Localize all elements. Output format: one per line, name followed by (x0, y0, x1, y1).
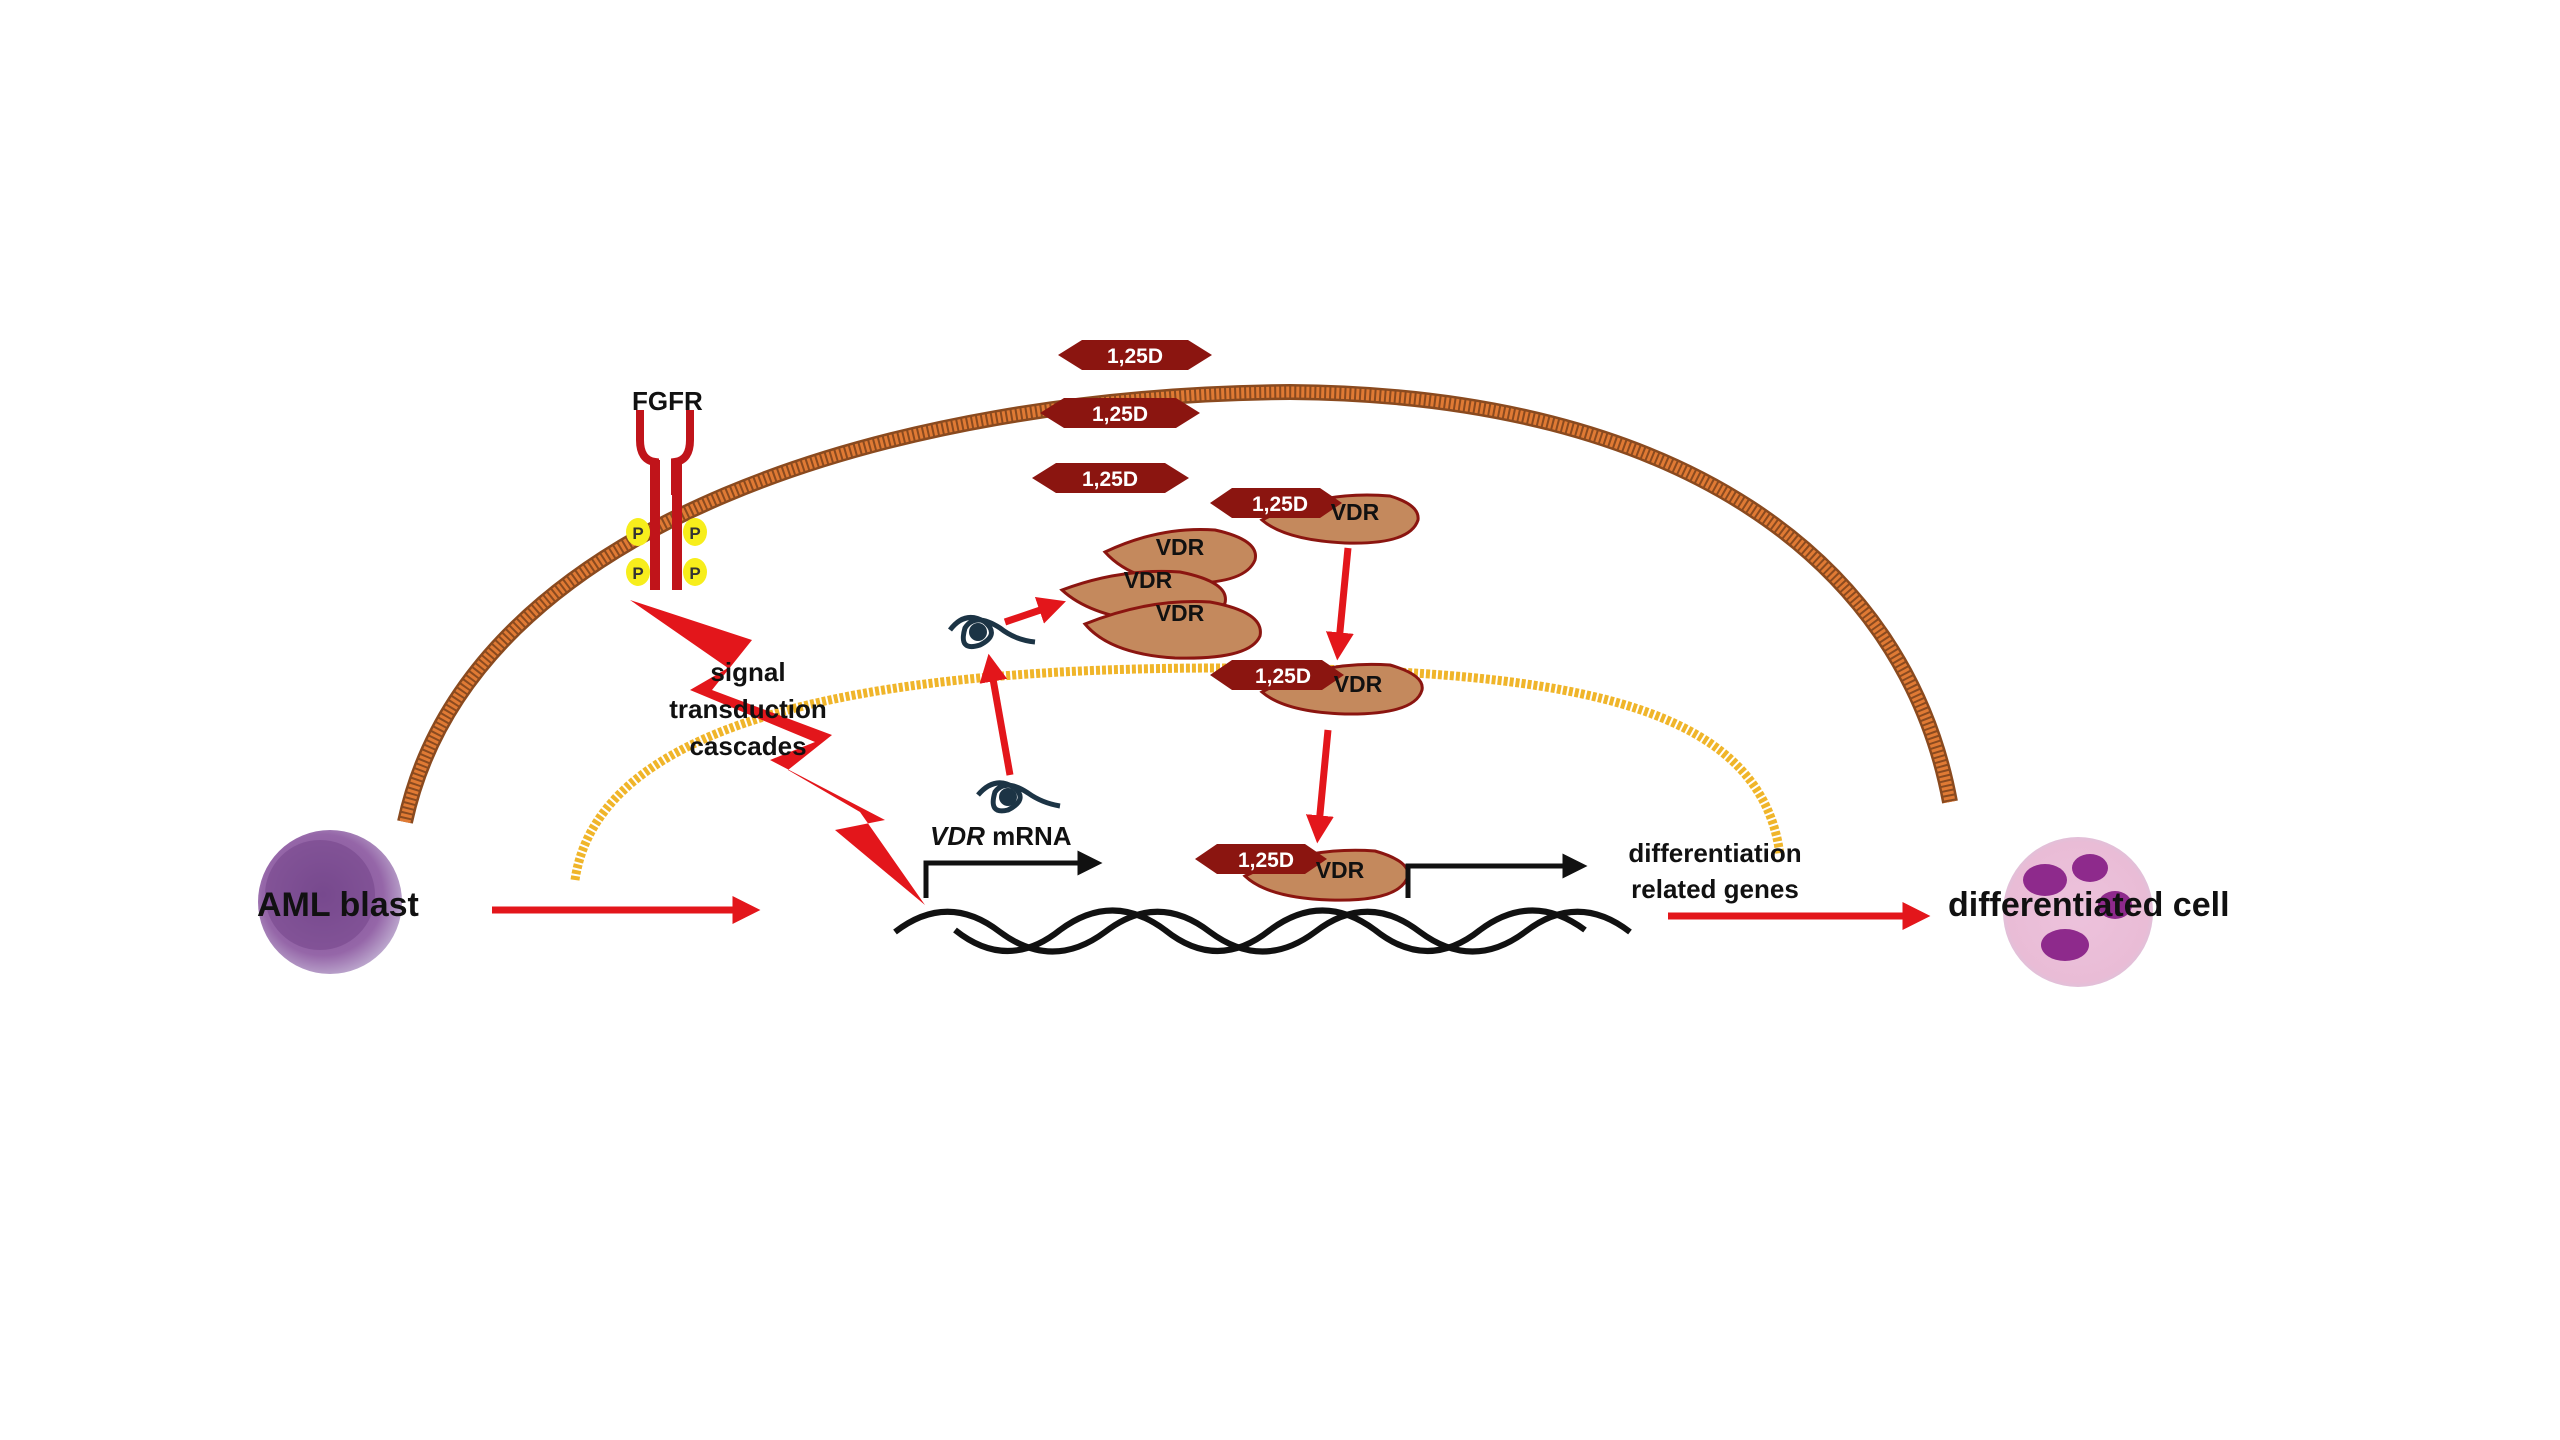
vdr-ligand-complex-cytoplasm: 1,25D VDR (1210, 488, 1420, 545)
differentiated-cell (2003, 837, 2153, 987)
differentiated-cell-label: differentiated cell (1948, 886, 2230, 924)
arrow-mrna-export (979, 653, 1014, 776)
nuclear-membrane (570, 663, 1785, 881)
signal-label-line1: signal (710, 657, 785, 687)
phospho-label: P (632, 524, 643, 543)
dna-helix (893, 907, 1632, 955)
arrow-complex-to-dna (1305, 729, 1334, 844)
fgfr-label: FGFR (632, 386, 703, 416)
arrow-complex-to-nucleus (1325, 547, 1354, 661)
signal-label-line3: cascades (689, 731, 806, 761)
phospho-sites: P P P P (626, 518, 707, 586)
svg-text:VDR: VDR (1124, 567, 1173, 593)
vdr-mrna-nucleus (976, 780, 1061, 814)
vdr-mrna-label: VDR mRNA (930, 821, 1072, 851)
phospho-label: P (689, 524, 700, 543)
vdr-ligand-complex-nuclear-membrane: 1,25D VDR (1210, 660, 1424, 716)
svg-text:VDR: VDR (1156, 600, 1205, 626)
vdr-mrna-cytoplasm (948, 615, 1036, 650)
phospho-site (626, 518, 650, 546)
svg-text:VDR: VDR (1331, 499, 1380, 525)
ligand-1-25d: 1,25D (1040, 398, 1200, 428)
svg-text:VDR: VDR (1334, 671, 1383, 697)
diff-genes-label-line1: differentiation (1628, 838, 1801, 868)
svg-text:VDR: VDR (1156, 534, 1205, 560)
svg-text:1,25D: 1,25D (1238, 849, 1294, 872)
svg-text:1,25D: 1,25D (1107, 345, 1163, 368)
svg-text:1,25D: 1,25D (1082, 468, 1138, 491)
ligand-1-25d: 1,25D (1032, 463, 1189, 493)
signal-transduction-bolt (630, 600, 925, 905)
phospho-label: P (689, 564, 700, 583)
ligand-1-25d: 1,25D (1058, 340, 1212, 370)
diff-genes-transcription-arrow (1405, 853, 1588, 898)
fgfr-receptor (636, 410, 694, 590)
phospho-site (626, 558, 650, 586)
vdr-transcription-arrow (923, 850, 1103, 898)
aml-blast-label: AML blast (257, 886, 419, 924)
arrow-mrna-translation (1003, 597, 1066, 626)
phospho-site (683, 518, 707, 546)
cell-membrane (397, 383, 1958, 824)
diff-genes-label-line2: related genes (1631, 874, 1799, 904)
phospho-site (683, 558, 707, 586)
signal-label-line2: transduction (669, 694, 826, 724)
aml-blast-cell (258, 830, 402, 974)
vdr-protein (1082, 600, 1262, 660)
phospho-label: P (632, 564, 643, 583)
svg-text:1,25D: 1,25D (1255, 665, 1311, 688)
vdr-ligand-complex-dna: 1,25D VDR (1195, 844, 1410, 902)
svg-text:1,25D: 1,25D (1092, 403, 1148, 426)
svg-text:1,25D: 1,25D (1252, 493, 1308, 516)
vdr-stack: VDR VDR VDR (1059, 528, 1262, 660)
svg-text:VDR: VDR (1316, 857, 1365, 883)
